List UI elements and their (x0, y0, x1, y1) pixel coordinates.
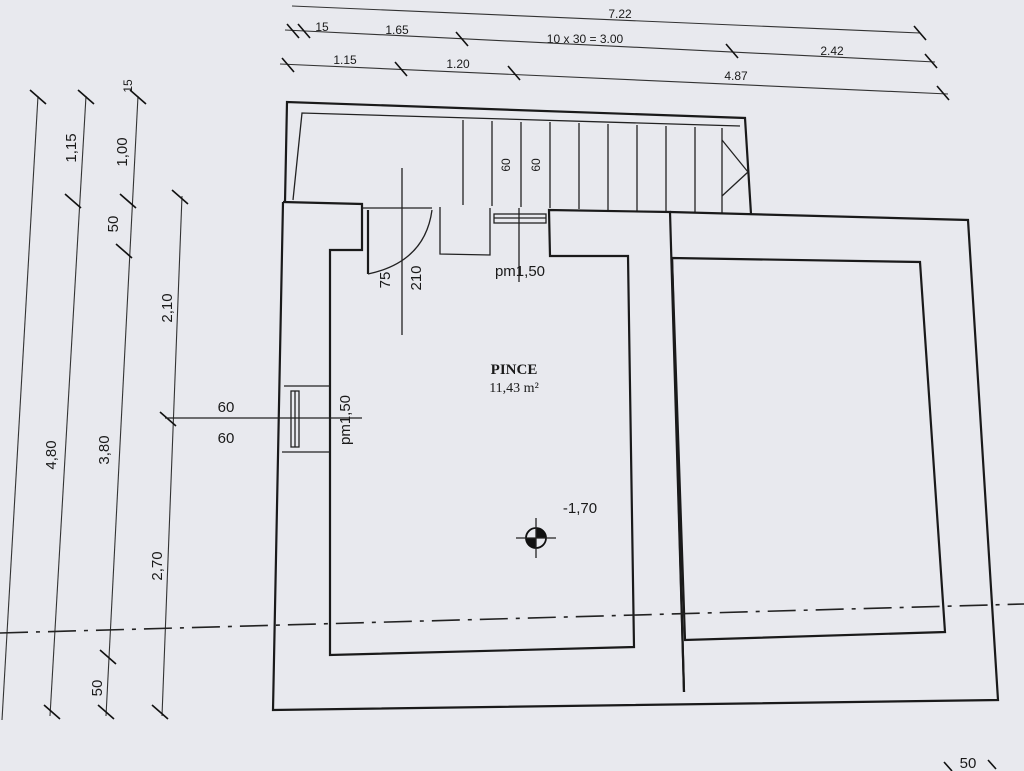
room-label: PINCE 11,43 m² (489, 362, 539, 396)
dim-line-row3 (279, 63, 949, 95)
dim-tick (924, 53, 938, 69)
dim-line-row1 (291, 5, 921, 34)
dim-tick (507, 65, 521, 81)
door-swing-arc (367, 209, 433, 275)
dim-tick (725, 43, 739, 59)
dim-1-20: 1.20 (446, 57, 470, 71)
level-marker: -1,70 (516, 500, 597, 558)
dim-tick (455, 31, 469, 47)
dim-tick (171, 189, 189, 205)
door-width-label: 75 (377, 272, 394, 289)
dim-1-15: 1.15 (333, 53, 357, 67)
dim-tick (151, 704, 169, 720)
dim-15-vertical: 15 (121, 79, 135, 93)
wall-niche (439, 207, 491, 256)
dim-tick (297, 23, 311, 39)
dim-tick (913, 25, 927, 41)
dim-line-col2 (49, 95, 87, 717)
dim-tick (43, 704, 61, 720)
staircase: 60 60 (283, 100, 753, 215)
door: 75 210 (362, 168, 433, 335)
room-name: PINCE (491, 362, 538, 378)
partition-wall (670, 257, 686, 693)
dim-tick (936, 85, 950, 101)
dim-tick (286, 23, 300, 39)
dim-7-22: 7.22 (608, 7, 632, 21)
dim-1-65: 1.65 (385, 23, 409, 37)
dim-line-col4 (161, 195, 183, 717)
stair-outer-wall (283, 100, 753, 215)
level-marker-quadrant (526, 538, 536, 548)
door-height-label: 210 (408, 265, 425, 290)
dim-tick (943, 761, 953, 771)
bottom-right-label: 50 (960, 755, 977, 771)
building-outer-wall (271, 201, 1000, 712)
dim-tick (115, 243, 133, 259)
dim-tick (64, 193, 82, 209)
window-left-size-top: 60 (218, 399, 235, 416)
dim-tick (97, 704, 115, 720)
dim-tick (129, 89, 147, 105)
building-walls (271, 200, 1000, 712)
dim-2-70: 2,70 (149, 551, 166, 580)
level-marker-quadrant (536, 528, 546, 538)
dim-15: 15 (315, 20, 329, 34)
stair-direction-arrow (721, 139, 749, 197)
window-left: 60 60 pm1,50 (165, 390, 362, 448)
dim-tick (29, 89, 47, 105)
adjacent-room-wall (670, 256, 947, 642)
dim-line-row2 (284, 29, 936, 63)
room-area: 11,43 m² (489, 381, 539, 396)
stair-inner-wall (292, 112, 741, 201)
stair-tread-label-b: 60 (529, 158, 543, 172)
dim-1-00: 1,00 (114, 137, 131, 166)
dim-tick (394, 61, 408, 77)
dim-line-col3 (105, 95, 139, 717)
dim-tick (281, 57, 295, 73)
dim-3-80: 3,80 (96, 435, 113, 464)
window-left-label: pm1,50 (337, 395, 354, 445)
window-left-size-bottom: 60 (218, 430, 235, 447)
dim-2-10: 2,10 (159, 293, 176, 322)
room-inner-wall (282, 200, 686, 693)
dim-50-bottom: 50 (89, 680, 106, 697)
dim-2-42: 2.42 (820, 44, 844, 58)
dim-4-80: 4,80 (43, 440, 60, 469)
dim-1-15-vertical: 1,15 (63, 133, 80, 162)
dim-tick (159, 411, 177, 427)
window-top-label: pm1,50 (495, 263, 545, 280)
left-dimension-lines: 4,80 1,15 3,80 50 15 1,00 50 2,10 2,70 (1, 79, 189, 721)
dim-tick (99, 649, 117, 665)
window-top: pm1,50 (493, 208, 547, 282)
dim-tick (987, 759, 997, 770)
dim-tick (77, 89, 95, 105)
stair-tread-label-a: 60 (499, 158, 513, 172)
dim-stair-treads: 10 x 30 = 3.00 (547, 32, 624, 46)
dim-50-top: 50 (105, 216, 122, 233)
level-marker-value: -1,70 (563, 500, 597, 517)
top-dimension-lines: 7.22 15 1.65 10 x 30 = 3.00 2.42 1.15 1.… (279, 5, 950, 101)
dim-4-87: 4.87 (724, 69, 748, 83)
bottom-right-dimension: 50 (943, 755, 997, 771)
section-axis-line (0, 603, 1024, 634)
dim-tick (119, 193, 137, 209)
dim-line-col1 (1, 95, 39, 721)
